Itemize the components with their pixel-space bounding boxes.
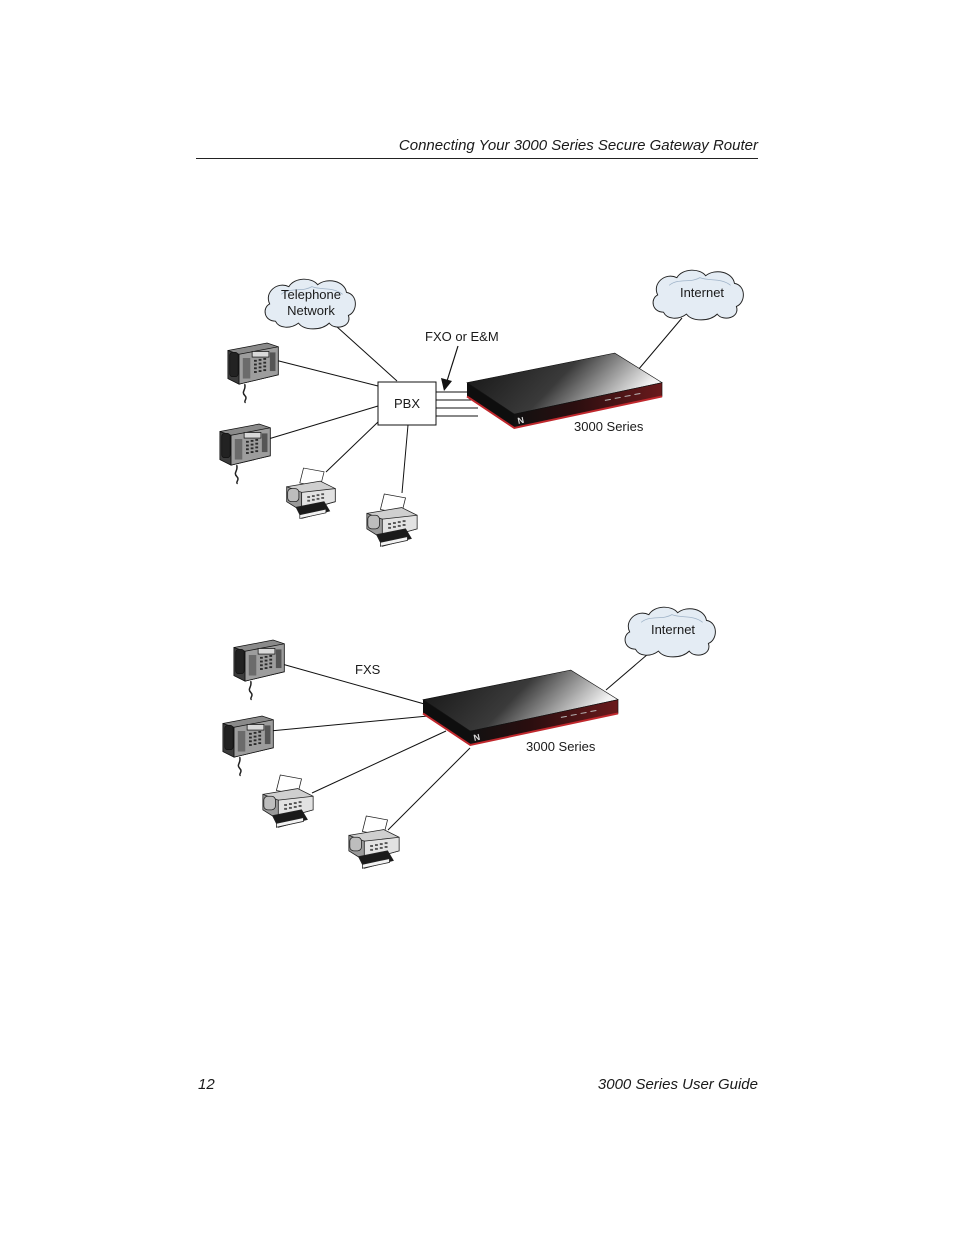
- desk-phone-icon: [219, 423, 272, 485]
- internet-label: Internet: [651, 622, 695, 637]
- fax-machine-icon: [262, 774, 314, 828]
- telephone-network-label-1: Telephone: [281, 287, 341, 302]
- pbx-label: PBX: [394, 396, 420, 411]
- interface-arrow: [441, 345, 459, 391]
- connection-lines: [269, 653, 649, 831]
- interface-label: FXO or E&M: [425, 329, 499, 344]
- running-header: Connecting Your 3000 Series Secure Gatew…: [398, 137, 758, 154]
- page-number: 12: [198, 1076, 215, 1093]
- router-label: 3000 Series: [574, 419, 644, 434]
- diagram-fxs: Internet FXS 3000 Series: [222, 606, 716, 869]
- interface-label: FXS: [355, 662, 381, 677]
- header-rule: [196, 158, 758, 159]
- router-label: 3000 Series: [526, 739, 596, 754]
- router-device-icon: [422, 669, 620, 746]
- connection-lines: [264, 317, 683, 494]
- fax-machine-icon: [348, 815, 400, 869]
- desk-phone-icon: [222, 715, 275, 777]
- telephone-network-label-2: Network: [287, 303, 335, 318]
- diagram-pbx: Telephone Network Internet FXO or E&M PB…: [219, 269, 744, 547]
- desk-phone-icon: [227, 342, 280, 404]
- router-device-icon: [466, 352, 664, 429]
- internet-label: Internet: [680, 285, 724, 300]
- desk-phone-icon: [233, 639, 286, 701]
- fax-machine-icon: [366, 493, 418, 547]
- fax-machine-icon: [286, 467, 336, 519]
- pbx-box: [377, 381, 437, 426]
- footer-guide-title: 3000 Series User Guide: [597, 1076, 758, 1093]
